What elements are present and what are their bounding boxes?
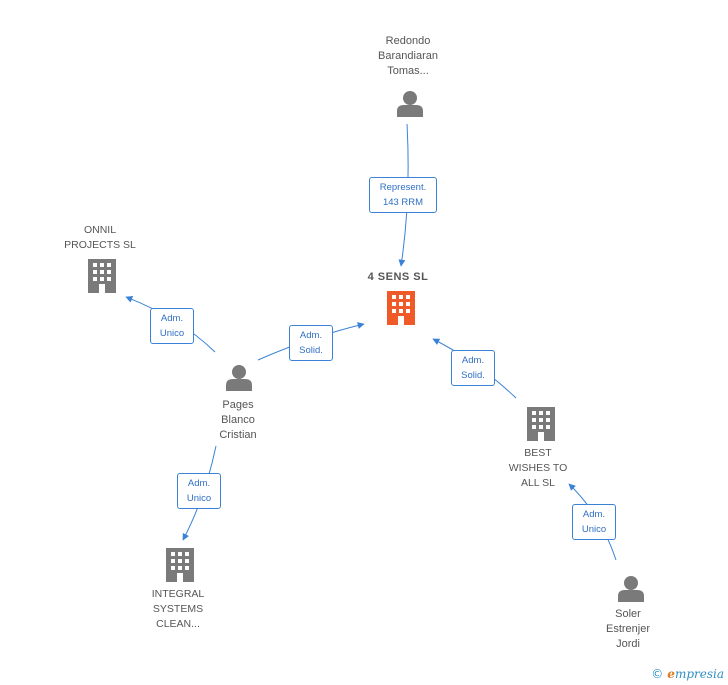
node-label-line: Soler	[615, 608, 641, 620]
edge-label-line: Solid.	[299, 345, 323, 356]
edge-label-line: Unico	[186, 493, 212, 504]
node-label-line: Blanco	[221, 414, 255, 426]
node-label-line: 4 SENS SL	[367, 271, 429, 283]
node-label-line: INTEGRAL	[151, 588, 205, 600]
copyright-icon: ©	[651, 667, 664, 681]
brand-logo-initial: e	[667, 667, 675, 681]
edge-label-best-main: Adm. Solid.	[451, 350, 495, 386]
node-label-pages[interactable]: Pages Blanco Cristian	[180, 398, 296, 443]
edge-label-line: Adm.	[582, 509, 606, 520]
edge-label-line: Unico	[159, 328, 185, 339]
node-label-line: Tomas...	[387, 65, 429, 77]
node-label-line: CLEAN...	[156, 618, 200, 630]
edge-label-line: Adm.	[461, 355, 485, 366]
node-label-soler[interactable]: Soler Estrenjer Jordi	[570, 607, 686, 652]
building-icon-integral	[166, 548, 194, 582]
node-label-line: ALL SL	[520, 477, 556, 489]
edge-label-represent: Represent. 143 RRM	[369, 177, 437, 213]
node-label-line: BEST	[524, 447, 552, 459]
node-label-line: Jordi	[616, 638, 640, 650]
node-label-best[interactable]: BEST WISHES TO ALL SL	[480, 446, 596, 491]
edge-label-soler-best: Adm. Unico	[572, 504, 616, 540]
building-icon-best	[527, 407, 555, 441]
edge-label-line: 143 RRM	[382, 197, 424, 208]
node-label-line: WISHES TO	[508, 462, 568, 474]
node-label-line: SYSTEMS	[152, 603, 204, 615]
node-label-redondo[interactable]: Redondo Barandiaran Tomas...	[350, 34, 466, 79]
node-label-onnil[interactable]: ONNIL PROJECTS SL	[42, 223, 158, 253]
edge-label-pages-main: Adm. Solid.	[289, 325, 333, 361]
edge-label-line: Adm.	[160, 313, 184, 324]
edge-label-pages-onnil: Adm. Unico	[150, 308, 194, 344]
node-label-line: Cristian	[219, 429, 257, 441]
node-label-line: Barandiaran	[378, 50, 438, 62]
edge-label-pages-integral: Adm. Unico	[177, 473, 221, 509]
node-label-main[interactable]: 4 SENS SL	[340, 270, 456, 285]
building-icon-onnil	[88, 259, 116, 293]
person-icon-pages	[226, 365, 252, 391]
person-icon-redondo	[397, 91, 423, 117]
person-icon-soler	[618, 576, 644, 602]
node-label-line: PROJECTS SL	[64, 239, 136, 251]
edge-label-line: Adm.	[187, 478, 211, 489]
edge-label-line: Adm.	[299, 330, 323, 341]
edge-label-line: Represent.	[379, 182, 427, 193]
brand-logo-text: mpresia	[674, 667, 724, 681]
node-label-line: Estrenjer	[605, 623, 651, 635]
node-label-line: ONNIL	[83, 224, 117, 236]
node-label-line: Redondo	[385, 35, 431, 47]
node-label-line: Pages	[222, 399, 254, 411]
node-label-integral[interactable]: INTEGRAL SYSTEMS CLEAN...	[120, 587, 236, 632]
building-icon-main	[387, 291, 415, 325]
edge-label-line: Solid.	[461, 370, 485, 381]
footer-credit[interactable]: ©empresia	[651, 667, 724, 681]
edge-label-line: Unico	[581, 524, 607, 535]
